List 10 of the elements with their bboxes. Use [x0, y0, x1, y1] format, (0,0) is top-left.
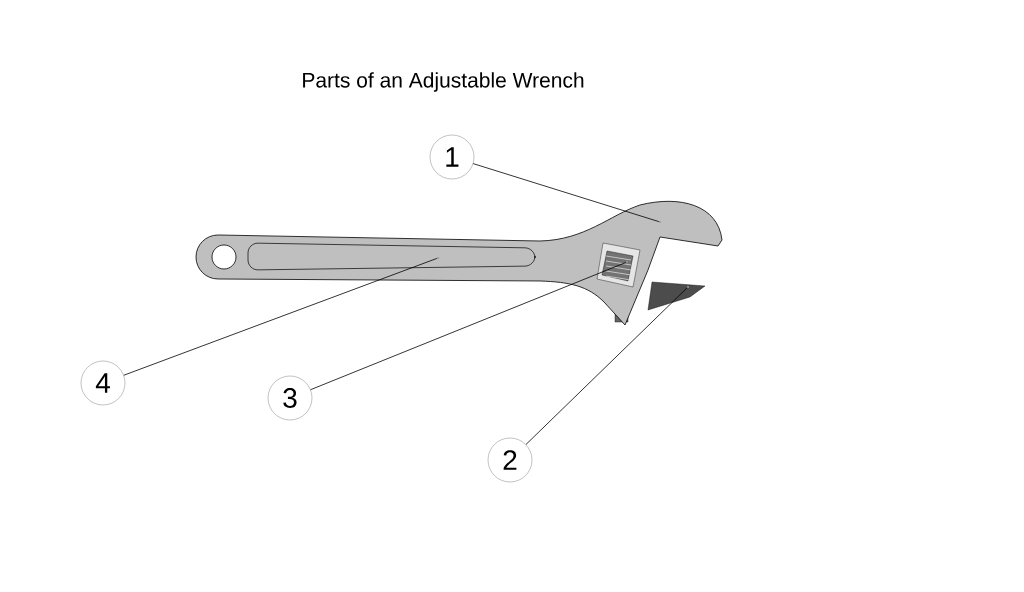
callout-number: 3: [267, 375, 313, 421]
leader-line: [310, 262, 627, 391]
callout-number: 4: [80, 360, 126, 406]
title: Parts of an Adjustable Wrench: [303, 72, 584, 92]
handle-slot: [437, 257, 439, 259]
leader-line: [525, 287, 688, 445]
leader-line: [472, 163, 660, 223]
callout-number: 2: [487, 437, 533, 483]
callout-number: 1: [429, 134, 475, 180]
leader-line: [123, 258, 438, 376]
